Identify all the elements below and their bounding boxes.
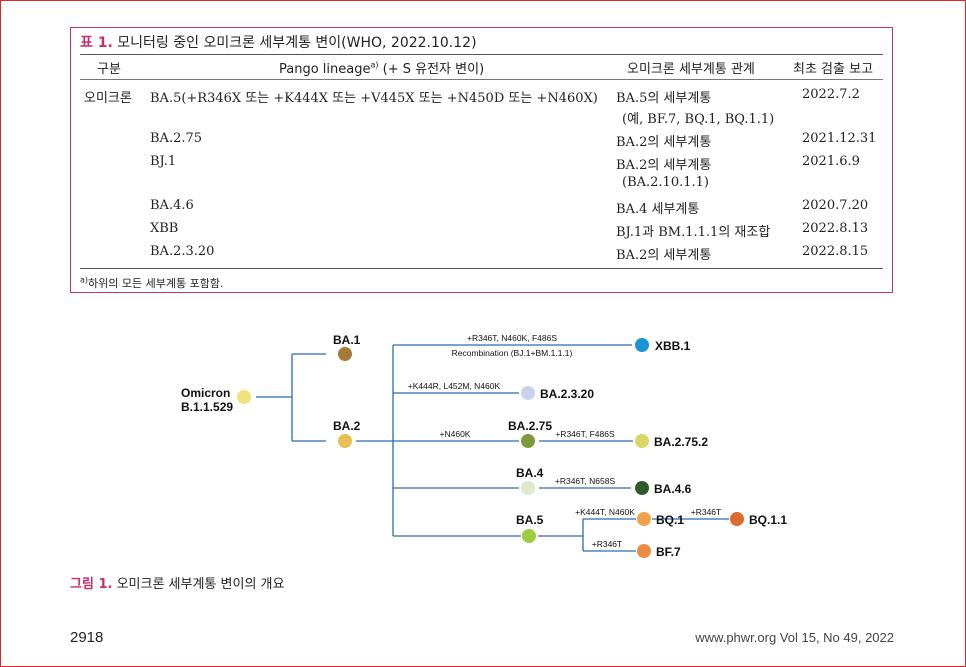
ba2752-node [635, 434, 649, 448]
bf7-label: BF.7 [656, 545, 681, 559]
ba2-node [338, 434, 352, 448]
header-relation: 오미크론 세부계통 관계 [627, 62, 755, 77]
mutation-label: +K444R, L452M, N460K [408, 381, 501, 391]
page-number: 2918 [70, 629, 104, 646]
root-label: B.1.1.529 [181, 400, 233, 414]
bq1-label: BQ.1 [656, 513, 684, 527]
xbb1-label: XBB.1 [655, 339, 691, 353]
bq11-label: BQ.1.1 [749, 513, 787, 527]
mutation-label: Recombination (BJ.1+BM.1.1.1) [452, 348, 573, 358]
mutation-label: +N460K [440, 429, 471, 439]
ba2752-label: BA.2.75.2 [654, 435, 708, 449]
relation-cell: BA.2의 세부계통 [616, 158, 712, 173]
lineage-cell: BA.4.6 [150, 198, 194, 213]
date-cell: 2022.8.13 [802, 221, 869, 236]
bq1-node [637, 512, 651, 526]
ba2320-label: BA.2.3.20 [540, 387, 594, 401]
lineage-cell: XBB [150, 221, 179, 236]
mutation-label: +R346T, N658S [555, 476, 616, 486]
table-title-text: 모니터링 중인 오미크론 세부계통 변이(WHO, 2022.10.12) [117, 35, 477, 51]
date-cell: 2021.6.9 [802, 154, 860, 169]
xbb1-node [635, 338, 649, 352]
lineage-cell: BA.2.3.20 [150, 244, 215, 259]
relation-cell: BA.4 세부계통 [616, 202, 700, 217]
relation-cell-2: (BA.2.10.1.1) [622, 175, 709, 190]
ba2-label: BA.2 [333, 419, 361, 433]
date-cell: 2021.12.31 [802, 131, 877, 146]
relation-cell: BA.5의 세부계통 [616, 91, 712, 106]
table-bottom-rule [80, 268, 883, 269]
ba275-label: BA.2.75 [508, 419, 552, 433]
header-category: 구분 [97, 62, 121, 77]
category-cell: 오미크론 [84, 91, 132, 106]
ba46-label: BA.4.6 [654, 482, 692, 496]
ba4-label: BA.4 [516, 466, 544, 480]
mutation-label: +R346T, F486S [555, 429, 615, 439]
mutation-label: +R346T, N460K, F486S [467, 333, 557, 343]
mutation-label: +R346T [691, 507, 721, 517]
bf7-node [637, 544, 651, 558]
ba275-node [521, 434, 535, 448]
relation-cell-2: (예, BF.7, BQ.1, BQ.1.1) [622, 112, 775, 127]
table-box: 표 1. 모니터링 중인 오미크론 세부계통 변이(WHO, 2022.10.1… [70, 27, 893, 293]
table-title: 표 1. 모니터링 중인 오미크론 세부계통 변이(WHO, 2022.10.1… [80, 32, 477, 52]
ba1-node [338, 347, 352, 361]
ba5-node [522, 529, 536, 543]
table-top-rule [80, 54, 883, 55]
date-cell: 2022.8.15 [802, 244, 869, 259]
header-lineage: Pango lineagea) (+ S 유전자 변이) [279, 60, 485, 77]
ba2320-node [521, 386, 535, 400]
date-cell: 2020.7.20 [802, 198, 869, 213]
table-header-rule [80, 79, 883, 80]
mutation-label: +R346T [592, 539, 622, 549]
bq11-node [730, 512, 744, 526]
lineage-cell: BA.2.75 [150, 131, 203, 146]
root-node [237, 390, 251, 404]
date-cell: 2022.7.2 [802, 87, 860, 102]
ba1-label: BA.1 [333, 333, 361, 347]
relation-cell: BA.2의 세부계통 [616, 248, 712, 263]
relation-cell: BA.2의 세부계통 [616, 135, 712, 150]
lineage-cell: BA.5(+R346X 또는 +K444X 또는 +V445X 또는 +N450… [150, 91, 598, 106]
figure-caption: 그림 1. 오미크론 세부계통 변이의 개요 [70, 577, 285, 592]
table-footnote: a)하위의 모든 세부계통 포함함. [80, 275, 224, 290]
root-label: Omicron [181, 386, 230, 400]
header-date: 최초 검출 보고 [793, 62, 874, 77]
ba4-node [521, 481, 535, 495]
relation-cell: BJ.1과 BM.1.1.1의 재조합 [616, 225, 771, 240]
ba46-node [635, 481, 649, 495]
mutation-label: +K444T, N460K [575, 507, 635, 517]
journal-footer: www.phwr.org Vol 15, No 49, 2022 [695, 630, 894, 645]
lineage-cell: BJ.1 [150, 154, 177, 169]
table-label: 표 1. [80, 35, 113, 51]
ba5-label: BA.5 [516, 513, 544, 527]
